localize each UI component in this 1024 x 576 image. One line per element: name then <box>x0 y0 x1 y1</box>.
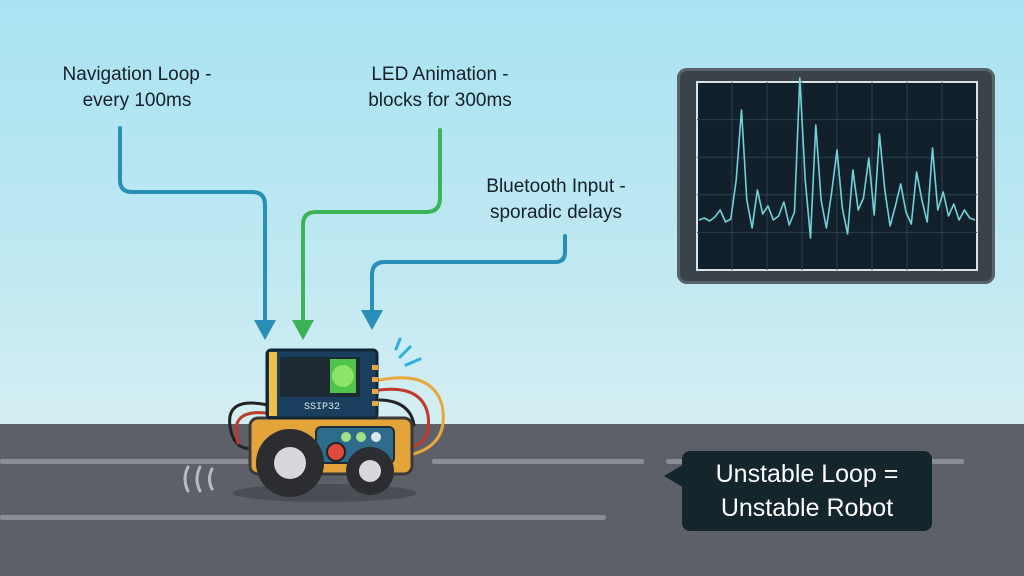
signal-monitor <box>677 68 995 284</box>
bluetooth-label-line2: sporadic delays <box>489 202 623 223</box>
chip-label: SSIP32 <box>304 402 340 413</box>
signal-plot <box>696 77 978 271</box>
status-led <box>341 432 351 442</box>
front-hubcap <box>274 447 306 479</box>
led-label: LED Animation - blocks for 300ms <box>335 62 545 114</box>
robot-car: SSIP32 <box>183 337 445 502</box>
signal-trace <box>698 77 976 239</box>
lane-marking <box>0 515 606 520</box>
lane-marking <box>432 459 644 464</box>
navigation-arrow <box>118 126 267 324</box>
callout-line1: Unstable Loop = <box>715 460 899 488</box>
conclusion-callout: Unstable Loop = Unstable Robot <box>682 451 932 531</box>
status-led <box>371 432 381 442</box>
status-led <box>356 432 366 442</box>
lane-marking <box>0 459 250 464</box>
led-glow <box>332 365 354 387</box>
navigation-label: Navigation Loop - every 100ms <box>32 62 242 114</box>
navigation-label-line1: Navigation Loop - <box>62 64 212 85</box>
red-button <box>326 442 346 462</box>
led-arrow <box>301 128 442 324</box>
robot-shadow <box>233 484 417 502</box>
callout-line2: Unstable Robot <box>720 494 894 522</box>
activity-burst-icon <box>394 337 422 367</box>
bluetooth-label-line1: Bluetooth Input - <box>486 176 626 197</box>
motion-lines-icon <box>183 465 214 493</box>
callout-tail <box>664 464 684 488</box>
led-label-line2: blocks for 300ms <box>368 90 512 111</box>
bluetooth-label: Bluetooth Input - sporadic delays <box>456 174 656 226</box>
pin-row <box>372 365 378 406</box>
navigation-arrowhead <box>254 320 276 340</box>
rear-hubcap <box>359 460 381 482</box>
navigation-label-line2: every 100ms <box>82 90 192 111</box>
led-label-line1: LED Animation - <box>371 64 509 85</box>
bluetooth-arrowhead <box>361 310 383 330</box>
bluetooth-arrow <box>370 234 567 314</box>
led-arrowhead <box>292 320 314 340</box>
pin-header <box>269 352 277 416</box>
